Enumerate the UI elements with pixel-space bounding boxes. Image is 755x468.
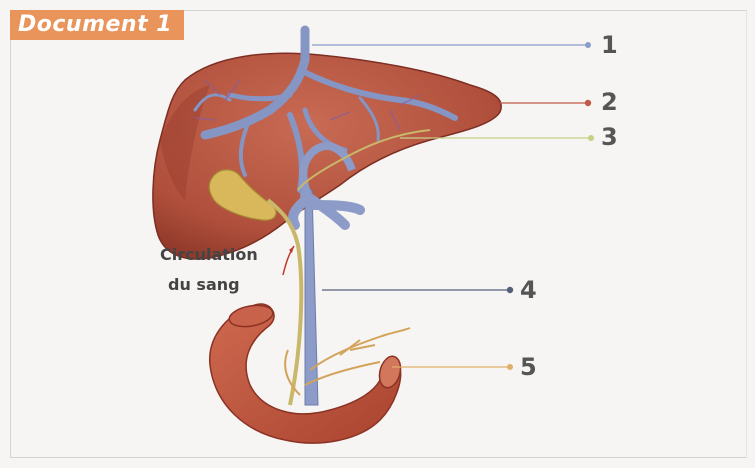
caption-line1: Circulation <box>160 245 258 264</box>
label-4: 4 <box>520 276 537 304</box>
label-1: 1 <box>601 31 618 59</box>
label-2: 2 <box>601 88 618 116</box>
caption-line2: du sang <box>168 275 240 294</box>
label-5: 5 <box>520 353 537 381</box>
portal-vein <box>305 190 318 405</box>
label-3: 3 <box>601 123 618 151</box>
